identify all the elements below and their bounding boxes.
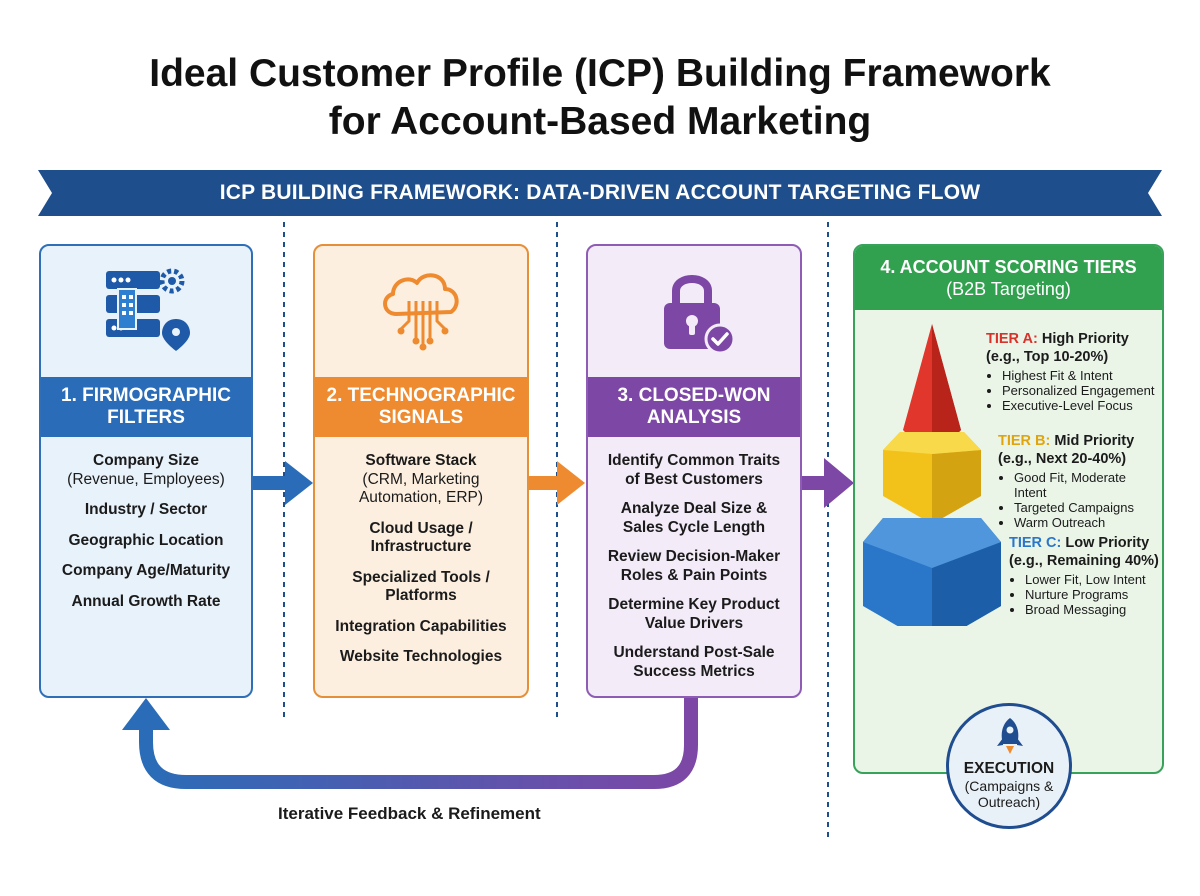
list-item: Lower Fit, Low Intent [1025, 572, 1159, 587]
arrow-2-to-3 [529, 461, 585, 505]
page-title-line1: Ideal Customer Profile (ICP) Building Fr… [149, 52, 1051, 95]
list-item: Geographic Location [68, 531, 224, 549]
list-item: Company Size(Revenue, Employees) [67, 452, 225, 488]
banner-title: ICP BUILDING FRAMEWORK: DATA-DRIVEN ACCO… [219, 181, 981, 204]
lock-check-icon [588, 254, 800, 364]
list-item: Understand Post-Sale Success Metrics [613, 644, 775, 680]
list-item: Website Technologies [339, 648, 503, 665]
list-item: Executive-Level Focus [1002, 398, 1155, 413]
list-item: Integration Capabilities [335, 617, 507, 635]
closed-won-items: Identify Common Traits of Best Customers… [594, 452, 794, 692]
feedback-loop-arrow [139, 698, 698, 789]
arrow-3-to-4 [802, 458, 854, 508]
technographic-items: Software Stack(CRM, Marketing Automation… [321, 452, 521, 679]
scoring-heading: 4. ACCOUNT SCORING TIERS (B2B Targeting) [855, 246, 1162, 310]
list-item: Personalized Engagement [1002, 383, 1155, 398]
tier-b-info: TIER B: Mid Priority (e.g., Next 20-40%)… [998, 432, 1162, 530]
list-item: Nurture Programs [1025, 587, 1159, 602]
list-item: Warm Outreach [1014, 515, 1162, 530]
cloud-circuit-icon [315, 254, 527, 364]
list-item: Highest Fit & Intent [1002, 368, 1155, 383]
arrow-1-to-2 [253, 461, 313, 505]
rocket-icon [997, 718, 1023, 754]
list-item: Specialized Tools / Platforms [352, 568, 490, 605]
execution-title: EXECUTION [963, 760, 1055, 777]
feedback-arrowhead [122, 698, 170, 730]
firmographic-items: Company Size(Revenue, Employees) Industr… [47, 452, 245, 623]
list-item: Broad Messaging [1025, 602, 1159, 617]
list-item: Targeted Campaigns [1014, 500, 1162, 515]
scoring-column: 4. ACCOUNT SCORING TIERS (B2B Targeting)… [853, 244, 1164, 774]
list-item: Review Decision-Maker Roles & Pain Point… [607, 548, 781, 584]
list-item: Good Fit, Moderate Intent [1014, 470, 1162, 500]
list-item: Determine Key Product Value Drivers [608, 596, 780, 632]
tier-a-info: TIER A: High Priority (e.g., Top 10-20%)… [986, 330, 1155, 413]
tier-pyramid [863, 324, 1001, 626]
list-item: Analyze Deal Size & Sales Cycle Length [620, 500, 768, 536]
list-item: Software Stack(CRM, Marketing Automation… [358, 452, 484, 506]
list-item: Cloud Usage / Infrastructure [369, 519, 473, 556]
page-title-line2: for Account-Based Marketing [328, 100, 872, 143]
server-gear-location-icon [41, 254, 251, 364]
tier-c-info: TIER C: Low Priority (e.g., Remaining 40… [1009, 534, 1159, 617]
execution-subtitle: (Campaigns & Outreach) [964, 778, 1054, 810]
list-item: Company Age/Maturity [61, 562, 231, 579]
banner-ribbon [38, 170, 1162, 216]
page-title: Ideal Customer Profile (ICP) Building Fr… [0, 50, 1200, 146]
feedback-label: Iterative Feedback & Refinement [278, 804, 541, 823]
list-item: Identify Common Traits of Best Customers [607, 452, 781, 488]
list-item: Annual Growth Rate [71, 592, 221, 610]
execution-circle: EXECUTION (Campaigns & Outreach) [946, 703, 1072, 829]
list-item: Industry / Sector [84, 501, 208, 518]
